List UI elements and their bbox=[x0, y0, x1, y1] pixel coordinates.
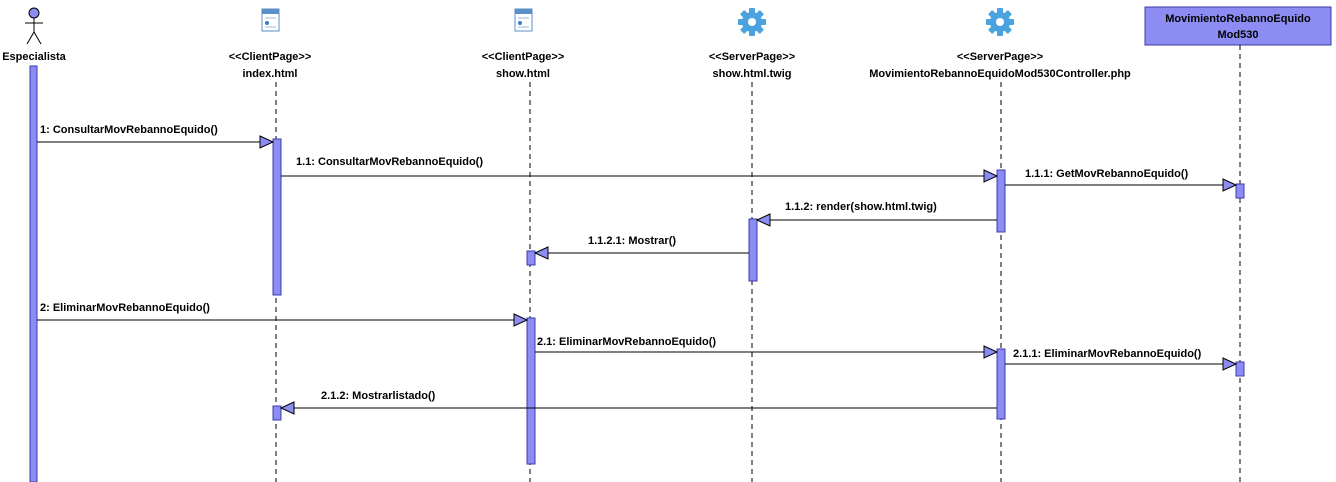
message-1-1-1[interactable]: 1.1.1: GetMovRebannoEquido() bbox=[1005, 168, 1238, 192]
message-label: 2: EliminarMovRebannoEquido() bbox=[40, 302, 210, 314]
message-arrowhead bbox=[259, 135, 275, 149]
lifeline-head-especialista[interactable]: Especialista bbox=[2, 7, 67, 63]
message-label: 2.1.1: EliminarMovRebannoEquido() bbox=[1013, 348, 1202, 360]
activation-controller-1 bbox=[996, 169, 1006, 233]
lifeline-head-index-html[interactable]: <<ClientPage>> index.html bbox=[229, 8, 312, 80]
message-2-1-1[interactable]: 2.1.1: EliminarMovRebannoEquido() bbox=[1005, 348, 1238, 371]
activation-index-html-return bbox=[272, 405, 282, 421]
lifeline-name-index-html: index.html bbox=[242, 68, 297, 80]
message-1-1[interactable]: 1.1: ConsultarMovRebannoEquido() bbox=[281, 156, 999, 183]
class-box-name-line: MovimientoRebannoEquido bbox=[1165, 13, 1311, 25]
client-page-icon bbox=[514, 8, 533, 32]
message-label: 2.1: EliminarMovRebannoEquido() bbox=[537, 336, 716, 348]
class-box-name-line: Mod530 bbox=[1218, 29, 1259, 41]
activation-controller-2 bbox=[996, 348, 1006, 420]
lifeline-stereotype-show-html: <<ClientPage>> bbox=[482, 51, 565, 63]
message-label: 1.1.2.1: Mostrar() bbox=[588, 235, 676, 247]
lifeline-head-controller[interactable]: <<ServerPage>> MovimientoRebannoEquidoMo… bbox=[869, 8, 1131, 80]
server-gear-icon bbox=[986, 8, 1014, 36]
lifeline-head-show-html-twig[interactable]: <<ServerPage>> show.html.twig bbox=[709, 8, 795, 80]
message-arrowhead bbox=[513, 313, 529, 327]
activation-show-html-return bbox=[526, 250, 536, 266]
activation-entity-1 bbox=[1235, 183, 1245, 199]
message-arrowhead bbox=[1222, 178, 1238, 192]
message-2-1-2[interactable]: 2.1.2: Mostrarlistado() bbox=[279, 390, 997, 415]
message-arrowhead bbox=[983, 345, 999, 359]
class-box bbox=[1144, 6, 1332, 46]
activation-especialista bbox=[29, 65, 38, 482]
stick-figure-actor-icon bbox=[25, 7, 43, 45]
message-1-1-2-1[interactable]: 1.1.2.1: Mostrar() bbox=[533, 235, 749, 260]
lifeline-stereotype-show-html-twig: <<ServerPage>> bbox=[709, 51, 795, 63]
activation-show-html-twig bbox=[748, 218, 758, 282]
lifeline-head-show-html[interactable]: <<ClientPage>> show.html bbox=[482, 8, 565, 80]
message-label: 1.1.2: render(show.html.twig) bbox=[785, 201, 937, 213]
lifeline-name-controller: MovimientoRebannoEquidoMod530Controller.… bbox=[869, 68, 1131, 80]
message-label: 2.1.2: Mostrarlistado() bbox=[321, 390, 436, 402]
activation-show-html bbox=[526, 317, 536, 465]
client-page-icon bbox=[261, 8, 280, 32]
message-arrowhead bbox=[533, 246, 549, 260]
message-label: 1.1: ConsultarMovRebannoEquido() bbox=[296, 156, 483, 168]
message-1[interactable]: 1: ConsultarMovRebannoEquido() bbox=[37, 124, 275, 149]
message-2[interactable]: 2: EliminarMovRebannoEquido() bbox=[37, 302, 529, 327]
server-gear-icon bbox=[738, 8, 766, 36]
message-arrowhead bbox=[1222, 357, 1238, 371]
lifeline-stereotype-index-html: <<ClientPage>> bbox=[229, 51, 312, 63]
message-label: 1.1.1: GetMovRebannoEquido() bbox=[1025, 168, 1189, 180]
message-2-1[interactable]: 2.1: EliminarMovRebannoEquido() bbox=[535, 336, 999, 359]
message-label: 1: ConsultarMovRebannoEquido() bbox=[40, 124, 218, 136]
lifeline-stereotype-controller: <<ServerPage>> bbox=[957, 51, 1043, 63]
message-arrowhead bbox=[755, 213, 771, 227]
lifeline-name-especialista: Especialista bbox=[2, 51, 66, 63]
lifeline-name-show-html: show.html bbox=[496, 68, 550, 80]
lifeline-name-show-html-twig: show.html.twig bbox=[712, 68, 791, 80]
message-1-1-2[interactable]: 1.1.2: render(show.html.twig) bbox=[755, 201, 997, 227]
message-arrowhead bbox=[279, 401, 295, 415]
activation-index-html bbox=[272, 138, 282, 296]
message-arrowhead bbox=[983, 169, 999, 183]
activation-entity-2 bbox=[1235, 361, 1245, 377]
